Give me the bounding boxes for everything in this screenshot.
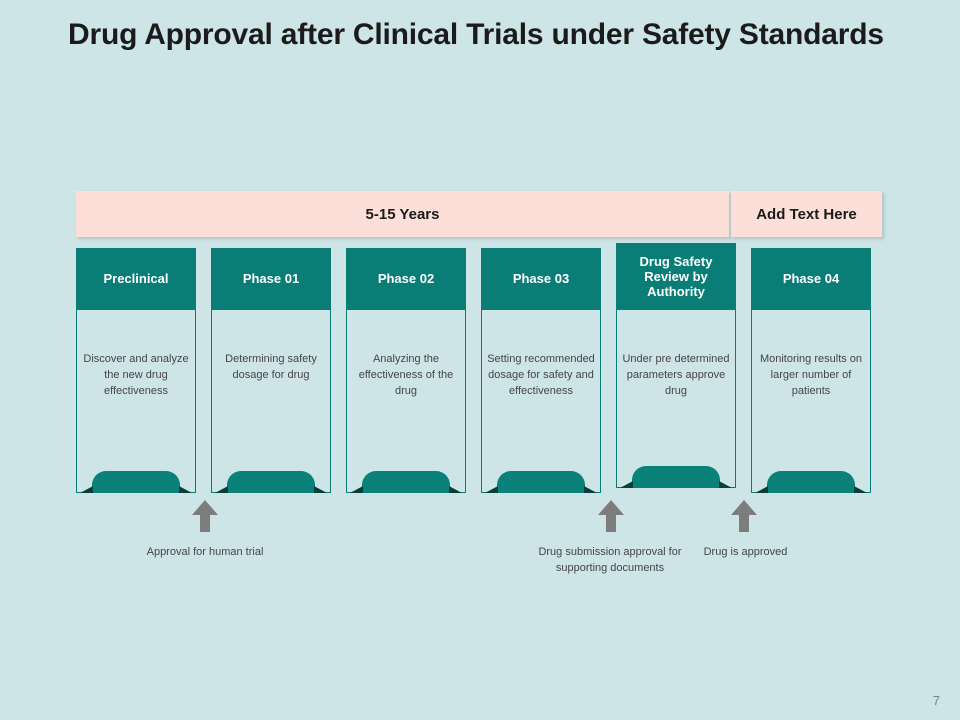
caption-approval-human-trial: Approval for human trial bbox=[146, 546, 264, 558]
phase-column-phase-02[interactable]: Phase 02 Analyzing the effectiveness of … bbox=[346, 243, 466, 493]
caption-drug-submission: Drug submission approval for supporting … bbox=[538, 546, 682, 574]
column-cap-shape bbox=[485, 471, 597, 493]
arrow-head bbox=[731, 500, 757, 515]
phase-header-label: Phase 04 bbox=[782, 271, 840, 287]
banner-duration-label: 5-15 Years bbox=[365, 205, 440, 223]
phase-header-phase-03: Phase 03 bbox=[481, 248, 601, 310]
column-cap-shape bbox=[620, 466, 732, 488]
arrow-stem bbox=[606, 513, 616, 532]
phase-body-phase-04: Monitoring results on larger number of p… bbox=[751, 310, 871, 493]
phase-column-drug-safety-review[interactable]: Drug Safety Review by Authority Under pr… bbox=[616, 243, 736, 488]
phase-header-phase-04: Phase 04 bbox=[751, 248, 871, 310]
phase-header-label: Preclinical bbox=[103, 271, 169, 287]
phase-body-drug-safety-review: Under pre determined parameters approve … bbox=[616, 310, 736, 488]
phase-header-label: Phase 01 bbox=[242, 271, 300, 287]
phase-body-text: Discover and analyze the new drug effect… bbox=[83, 353, 189, 397]
banner-duration-segment: 5-15 Years bbox=[76, 191, 729, 237]
phase-body-text: Setting recommended dosage for safety an… bbox=[487, 353, 595, 397]
column-cap-shape bbox=[80, 471, 192, 493]
up-arrow-icon-drug-submission bbox=[598, 500, 624, 532]
arrow-stem bbox=[200, 513, 210, 532]
phase-header-phase-01: Phase 01 bbox=[211, 248, 331, 310]
column-cap-shape bbox=[755, 471, 867, 493]
page-title: Drug Approval after Clinical Trials unde… bbox=[68, 18, 884, 51]
phase-header-label: Drug Safety Review by Authority bbox=[639, 253, 713, 300]
phase-header-label: Phase 03 bbox=[512, 271, 570, 287]
phase-body-phase-03: Setting recommended dosage for safety an… bbox=[481, 310, 601, 493]
phase-header-preclinical: Preclinical bbox=[76, 248, 196, 310]
caption-drug-approved: Drug is approved bbox=[703, 546, 788, 558]
phase-column-preclinical[interactable]: Preclinical Discover and analyze the new… bbox=[76, 243, 196, 493]
column-cap-shape bbox=[215, 471, 327, 493]
timeline-banner: 5-15 Years Add Text Here bbox=[76, 191, 882, 237]
phase-header-drug-safety-review: Drug Safety Review by Authority bbox=[616, 243, 736, 310]
phase-body-text: Analyzing the effectiveness of the drug bbox=[358, 353, 454, 397]
arrow-stem bbox=[739, 513, 749, 532]
up-arrow-icon-approval-human-trial bbox=[192, 500, 218, 532]
arrow-head bbox=[192, 500, 218, 515]
phase-header-label: Phase 02 bbox=[377, 271, 435, 287]
up-arrow-icon-drug-approved bbox=[731, 500, 757, 532]
page-number: 7 bbox=[932, 693, 940, 708]
phase-body-preclinical: Discover and analyze the new drug effect… bbox=[76, 310, 196, 493]
phase-body-text: Under pre determined parameters approve … bbox=[622, 353, 730, 397]
phase-body-phase-02: Analyzing the effectiveness of the drug bbox=[346, 310, 466, 493]
banner-add-text-segment[interactable]: Add Text Here bbox=[731, 191, 882, 237]
column-cap-shape bbox=[350, 471, 462, 493]
arrow-head bbox=[598, 500, 624, 515]
phase-body-phase-01: Determining safety dosage for drug bbox=[211, 310, 331, 493]
phase-column-phase-04[interactable]: Phase 04 Monitoring results on larger nu… bbox=[751, 243, 871, 493]
phase-header-phase-02: Phase 02 bbox=[346, 248, 466, 310]
phase-body-text: Determining safety dosage for drug bbox=[225, 353, 317, 381]
phase-body-text: Monitoring results on larger number of p… bbox=[759, 353, 863, 397]
phase-column-phase-03[interactable]: Phase 03 Setting recommended dosage for … bbox=[481, 243, 601, 493]
banner-add-text-label: Add Text Here bbox=[756, 205, 857, 223]
phase-column-phase-01[interactable]: Phase 01 Determining safety dosage for d… bbox=[211, 243, 331, 493]
